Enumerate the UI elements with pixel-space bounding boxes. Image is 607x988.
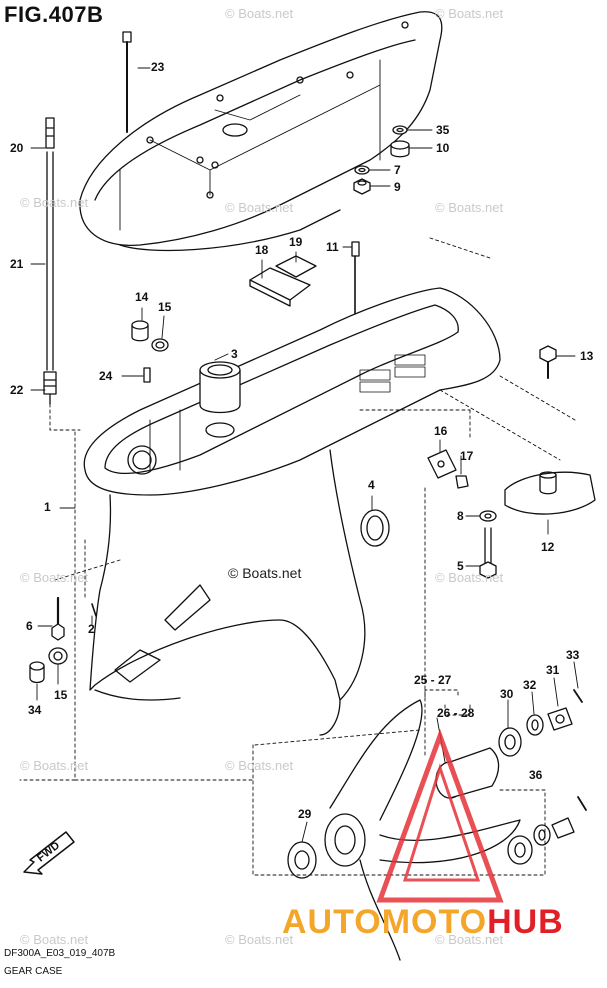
callout-9: 9 [394,180,401,194]
callout-11: 11 [326,240,339,254]
bolt-13 [539,345,557,379]
callout-6: 6 [26,619,33,633]
callout-32: 32 [523,678,537,692]
watermark-text: © Boats.net [435,6,504,21]
cable-tie [122,31,132,133]
pin-2 [91,603,97,617]
leader-lines [30,67,579,843]
shift-rod [43,117,57,405]
callout-2: 2 [88,622,95,636]
callout-35: 35 [436,123,450,137]
callout-19: 19 [289,235,303,249]
callout-26-28: 26 - 28 [437,706,475,720]
brand-wordmark-part2: HUB [487,903,564,941]
upper-fasteners [353,125,410,195]
watermark-text: © Boats.net [435,932,504,947]
callout-14: 14 [135,290,149,304]
callout-17: 17 [460,449,474,463]
diagram-code: DF300A_E03_019_407B [4,948,116,959]
watermark-text: © Boats.net [225,932,294,947]
dashed-guides [19,237,576,876]
callout-18: 18 [255,243,269,257]
watermark-text: © Boats.net [20,570,89,585]
callout-34: 34 [28,703,42,717]
callout-20: 20 [10,141,24,155]
callout-31: 31 [546,663,560,677]
callout-25-27: 25 - 27 [414,673,452,687]
callout-36: 36 [529,768,543,782]
callout-4: 4 [368,478,375,492]
callout-12: 12 [541,540,555,554]
watermark-text: © Boats.net [20,758,89,773]
anode-plates [249,255,317,307]
callout-8: 8 [457,509,464,523]
callout-5: 5 [457,559,464,573]
callout-24: 24 [99,369,113,383]
fwd-arrow-icon [23,831,75,875]
gear-case-housing [83,287,501,736]
figure-title: FIG.407B [4,2,104,27]
dowel-pin [143,367,151,383]
watermark-center: © Boats.net [228,565,302,581]
brand-wordmark-part1: AUTOMOTO [282,903,488,941]
brand-triangle-logo [376,728,504,903]
callout-23: 23 [151,60,165,74]
oil-seal [360,509,390,547]
brand-wordmark: AUTOMOTOHUB [282,903,564,942]
bolt-6 [51,596,65,641]
propeller [287,699,521,961]
oil-plug-upper [131,320,169,352]
trim-bolt [479,510,497,579]
prop-hardware [435,689,587,865]
callout-10: 10 [436,141,450,155]
callout-15-upper: 15 [158,300,172,314]
anode-bracket [427,449,469,489]
callout-30: 30 [500,687,514,701]
drain-plug [29,647,68,684]
callout-33: 33 [566,648,580,662]
callout-16: 16 [434,424,448,438]
callout-22: 22 [10,383,24,397]
callout-7: 7 [394,163,401,177]
watermark-text: © Boats.net [435,200,504,215]
callout-15-lower: 15 [54,688,68,702]
callout-29: 29 [298,807,312,821]
callout-21: 21 [10,257,24,271]
watermark-text: © Boats.net [225,758,294,773]
callout-1: 1 [44,500,51,514]
watermark-text: © Boats.net [225,6,294,21]
trim-tab [504,471,596,515]
watermark-text: © Boats.net [225,200,294,215]
callout-3: 3 [231,347,238,361]
gear-case-cover [79,11,443,252]
section-name: GEAR CASE [4,966,63,977]
watermark-text: © Boats.net [435,570,504,585]
watermark-text: © Boats.net [20,195,89,210]
callout-13: 13 [580,349,594,363]
watermark-text: © Boats.net [20,932,89,947]
